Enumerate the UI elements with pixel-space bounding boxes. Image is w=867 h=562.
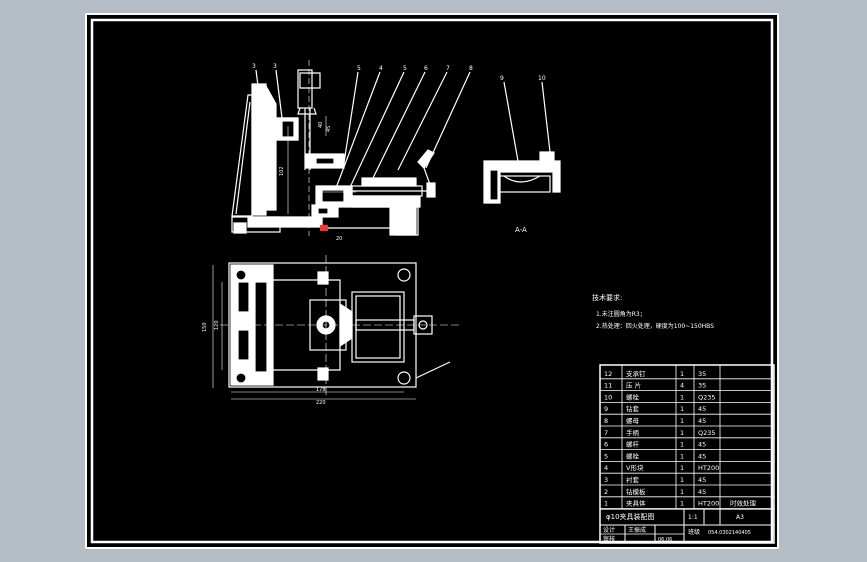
bom-cell-no: 9 [604,405,608,413]
bom-cell-qty: 1 [680,370,684,378]
bom-cell-note: 时效处理 [730,499,757,508]
bom-cell-no: 12 [604,370,612,378]
bom-cell-name: 螺母 [626,416,640,425]
callout-number: 3 [252,63,256,70]
bom-cell-name: 手柄 [626,428,640,437]
highlight-mark [320,225,328,231]
callout-number: 6 [424,65,428,72]
bom-cell-no: 8 [604,417,608,425]
designer-name: 王振成 [628,526,646,534]
bom-cell-mat: 45 [698,417,706,425]
dimension-label: 45 [326,126,332,132]
bom-cell-mat: HT200 [698,500,719,508]
bom-cell-mat: 45 [698,476,706,484]
bom-cell-qty: 1 [680,393,684,401]
bom-cell-mat: Q235 [698,429,716,437]
class-label: 班级 [688,528,700,536]
callout-number: 4 [379,65,383,72]
bom-cell-name: 压 片 [626,381,641,390]
bom-cell-mat: 45 [698,405,706,413]
design-label: 设计 [603,526,615,534]
bom-cell-no: 10 [604,393,612,401]
bom-cell-no: 3 [604,476,608,484]
bom-cell-qty: 1 [680,464,684,472]
bom-cell-mat: Q235 [698,393,716,401]
front-elevation-view [231,60,471,236]
section-aa-view [483,81,561,204]
bom-cell-name: 螺栓 [626,392,640,401]
class-value: 054.0302140405 [708,530,751,536]
dimension-label: 20 [336,236,342,242]
callout-number: 10 [538,75,546,82]
callout-number: 5 [403,65,407,72]
bom-cell-mat: 35 [698,382,706,390]
sheet-size: A3 [736,514,744,521]
dimension-label: 178 [316,387,326,393]
callout-number: 9 [500,75,504,82]
review-label: 审核 [603,535,615,543]
drawing-inner-border [90,18,774,544]
dimension-label: 102 [279,166,285,176]
dimension-label: 150 [202,322,208,332]
callout-number: 5 [357,65,361,72]
bom-cell-qty: 1 [680,429,684,437]
bom-cell-name: 螺杆 [626,440,640,449]
bom-cell-mat: 35 [698,370,706,378]
scale-value: 1:1 [688,514,698,521]
notes-heading: 技术要求: [592,293,622,302]
plan-view [212,255,462,400]
bom-cell-no: 4 [604,464,608,472]
callout-number: 8 [469,65,473,72]
bom-cell-qty: 1 [680,441,684,449]
bom-cell-no: 11 [604,382,612,390]
bom-cell-qty: 1 [680,488,684,496]
bom-cell-no: 6 [604,441,608,449]
bom-cell-mat: 45 [698,441,706,449]
bom-cell-qty: 4 [680,382,684,390]
bom-cell-qty: 1 [680,417,684,425]
bom-cell-name: V形块 [626,463,644,472]
bom-cell-name: 夹具体 [626,499,646,508]
callout-number: 7 [446,65,450,72]
notes-line: 1.未注圆角为R3； [596,310,646,318]
drawing-sheet [85,13,779,549]
bom-cell-no: 2 [604,488,608,496]
section-title: A-A [515,226,527,234]
notes-line: 2.热处理：回火处理，硬度为100~150HBS [596,322,714,330]
bom-cell-qty: 1 [680,500,684,508]
bom-cell-qty: 1 [680,452,684,460]
drawing-title: φ10夹具装配图 [606,512,655,521]
bom-cell-no: 5 [604,452,608,460]
bom-cell-name: 螺栓 [626,451,640,460]
bom-cell-name: 钻模板 [626,487,646,496]
bom-cell-no: 1 [604,500,608,508]
bom-cell-qty: 1 [680,405,684,413]
bom-cell-mat: 45 [698,452,706,460]
dimension-label: 220 [316,400,326,406]
bom-cell-mat: HT200 [698,464,719,472]
bom-cell-name: 钻套 [626,404,640,413]
dimension-label: 40 [318,122,324,128]
callout-number: 3 [273,63,277,70]
dimension-label: 120 [214,320,220,330]
bom-cell-qty: 1 [680,476,684,484]
bom-cell-name: 支承钉 [626,369,646,378]
bom-cell-no: 7 [604,429,608,437]
bom-cell-mat: 45 [698,488,706,496]
bom-cell-name: 衬套 [626,475,640,484]
design-date: 06.06 [658,537,672,543]
